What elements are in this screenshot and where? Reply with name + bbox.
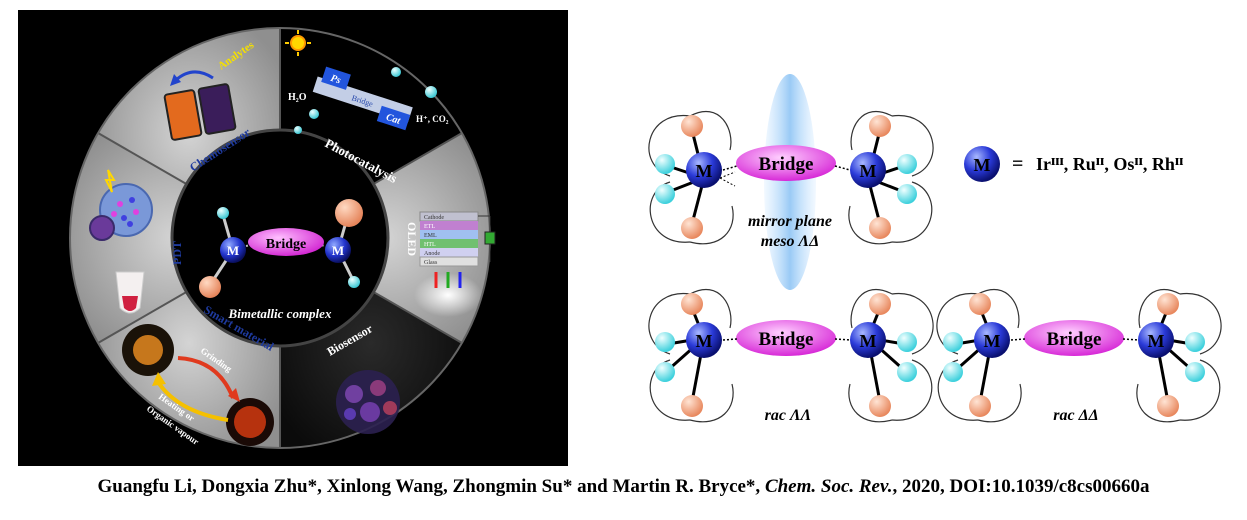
caption-journal: Chem. Soc. Rev. [764,476,893,497]
oled-layer-5: Glass [424,260,438,266]
rac-dd-bridge-label: Bridge [1047,329,1102,350]
rac-ll-metal-right: M [860,331,877,351]
pdt-content: PDT [89,169,184,314]
cat-label: Cat [385,112,403,127]
products-label: H⁺, CO₂ [416,114,449,124]
sun-icon [290,35,306,51]
legend-equals: = [1012,153,1023,175]
meso-metal-left: M [696,161,713,181]
meso-label: meso ΛΔ [761,233,819,250]
citation-caption: Guangfu Li, Dongxia Zhu*, Xinlong Wang, … [0,476,1247,498]
rac-dd-metal-right: M [1148,331,1165,351]
rac-ll-metal-left: M [696,331,713,351]
ps-label: Ps [329,73,342,87]
rac-dd-complex: Bridge M M [936,288,1222,423]
center-metal-right: M [332,243,344,258]
application-wheel: Bridge M M Bimetallic complex Analytes C… [69,27,496,449]
oled-layer-4: Anode [424,251,440,257]
stereoisomer-panel: Bridge M M mirror plane meso ΛΔ M = Irᴵᴵ… [640,70,1240,440]
caption-rest: , 2020, DOI:10.1039/c8cs00660a [892,476,1150,497]
center-label: Bimetallic complex [228,306,332,321]
caption-authors: Guangfu Li, Dongxia Zhu*, Xinlong Wang, … [97,476,765,497]
center-bridge-label: Bridge [266,237,306,252]
meso-complex: Bridge M M mirror plane meso ΛΔ [648,110,934,250]
oled-layer-1: ETL [424,224,435,230]
legend-metal: M [974,155,991,175]
center-metal-left: M [227,243,239,258]
meso-bridge-label: Bridge [759,154,814,175]
oled-layer-3: HTL [424,242,436,248]
oled-stack: Cathode ETL EML HTL Anode Glass [419,211,496,267]
application-wheel-panel: Bridge M M Bimetallic complex Analytes C… [18,10,568,466]
pdt-label: PDT [170,241,184,265]
rac-dd-label: rac ΔΔ [1053,407,1098,424]
oled-layer-0: Cathode [424,215,444,221]
metal-legend: M = Irᴵᴵᴵ, Ruᴵᴵ, Osᴵᴵ, Rhᴵᴵ [964,146,1183,182]
central-complex: Bridge M M Bimetallic complex [199,199,363,321]
rac-ll-complex: Bridge M M [648,288,934,423]
stereoisomer-diagram: Bridge M M mirror plane meso ΛΔ M = Irᴵᴵ… [648,74,1222,424]
mirror-plane [764,74,816,290]
rac-ll-bridge-label: Bridge [759,329,814,350]
oled-label: OLED [405,222,419,256]
legend-metal-list: Irᴵᴵᴵ, Ruᴵᴵ, Osᴵᴵ, Rhᴵᴵ [1036,154,1183,174]
rac-dd-metal-left: M [984,331,1001,351]
rac-ll-label: rac ΛΛ [765,407,812,424]
oled-layer-2: EML [424,233,437,239]
oled-content: OLED Cathode ETL EML HTL Anode Glass [405,211,496,317]
water-label: H₂O [288,92,307,103]
mirror-plane-label: mirror plane [748,213,832,230]
meso-metal-right: M [860,161,877,181]
